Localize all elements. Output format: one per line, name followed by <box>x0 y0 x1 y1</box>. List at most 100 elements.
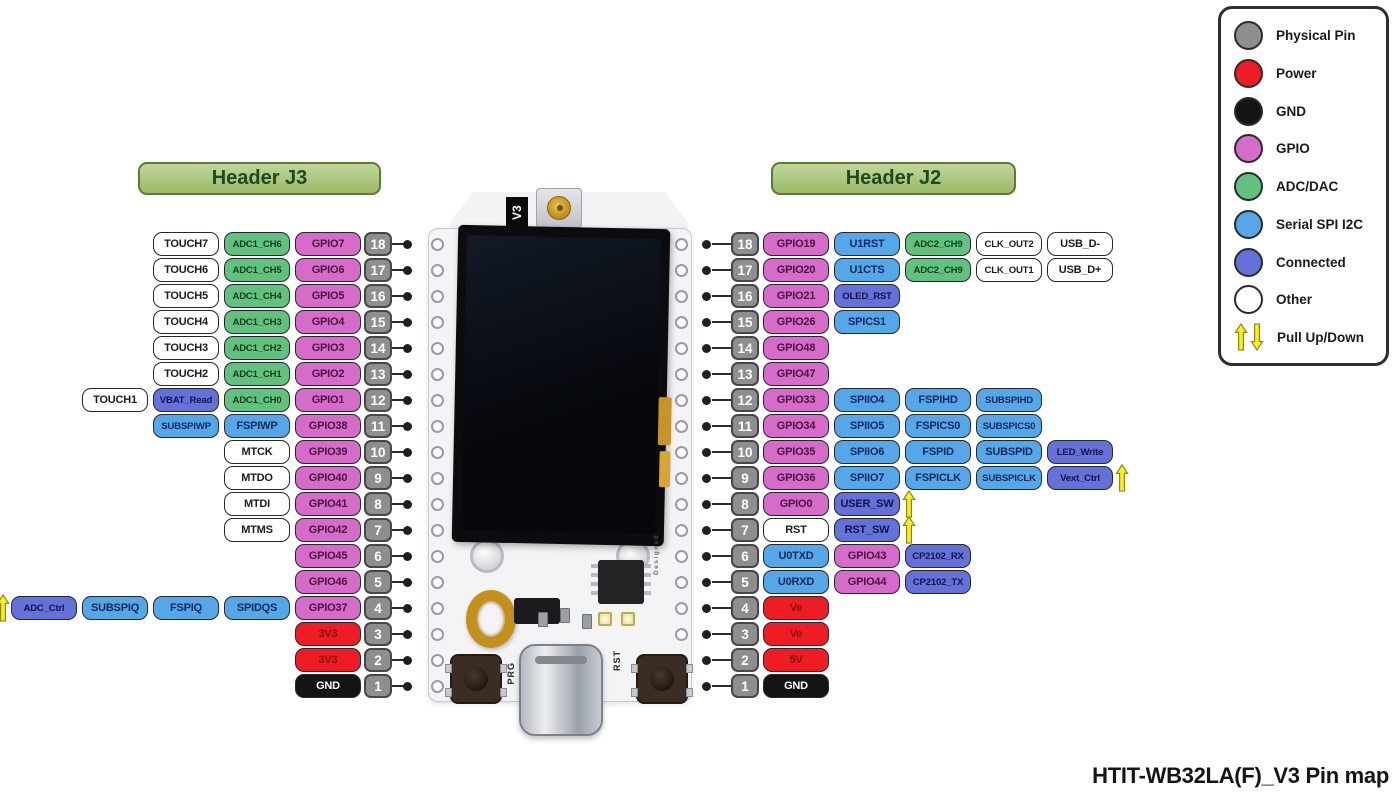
pin-lead-line <box>392 346 405 349</box>
solder-dot <box>702 655 711 665</box>
solder-dot <box>702 317 711 327</box>
pin-chip-subspiwp: SUBSPIWP <box>153 414 219 438</box>
pin-lead-line <box>712 424 731 427</box>
pin-lead-line <box>392 398 405 401</box>
pin-chip-3v3: 3V3 <box>295 622 361 646</box>
pin-number-badge: 3 <box>731 622 759 646</box>
oled-display <box>451 224 672 547</box>
legend-label: Physical Pin <box>1276 28 1356 43</box>
pull-arrow <box>902 490 916 518</box>
pcb-hole <box>431 263 444 277</box>
pin-chip-5v: 5V <box>763 648 829 672</box>
capacitor <box>560 608 570 623</box>
pin-chip-gpio42: GPIO42 <box>295 518 361 542</box>
solder-dot <box>702 577 711 587</box>
legend-label: Pull Up/Down <box>1277 329 1364 345</box>
header-j3-title: Header J3 <box>138 162 381 195</box>
rst-button-cap <box>650 667 674 691</box>
ufl-center-pin <box>557 205 563 211</box>
pcb-hole <box>675 367 688 381</box>
pin-chip-u0rxd: U0RXD <box>763 570 829 594</box>
pin-number-badge: 15 <box>364 310 392 334</box>
pin-chip-spiio5: SPIIO5 <box>834 414 900 438</box>
pin-number-badge: 6 <box>731 544 759 568</box>
pcb-hole <box>431 549 444 563</box>
pcb-hole <box>431 575 444 589</box>
legend-item-power: Power <box>1234 58 1380 88</box>
pin-number-badge: 1 <box>731 674 759 698</box>
pin-number-badge: 17 <box>364 258 392 282</box>
legend-item-serial: Serial SPI I2C <box>1234 209 1380 239</box>
pcb-hole <box>675 263 688 277</box>
pin-chip-cp2102_rx: CP2102_RX <box>905 544 971 568</box>
pcb-hole <box>675 393 688 407</box>
pcb-hole <box>431 627 444 641</box>
pin-chip-gpio43: GPIO43 <box>834 544 900 568</box>
pin-number-badge: 12 <box>731 388 759 412</box>
pin-lead-line <box>392 684 405 687</box>
pull-arrow <box>0 594 10 622</box>
pcb-hole <box>675 575 688 589</box>
pcb-hole <box>431 445 444 459</box>
pin-chip-u1rst: U1RST <box>834 232 900 256</box>
pin-chip-ve: Ve <box>763 622 829 646</box>
legend-item-other: Other <box>1234 285 1380 315</box>
ufl-antenna-connector <box>536 188 582 228</box>
pin-chip-fspics0: FSPICS0 <box>905 414 971 438</box>
pin-chip-adc1_ch3: ADC1_CH3 <box>224 310 290 334</box>
pin-chip-gpio44: GPIO44 <box>834 570 900 594</box>
pin-chip-gpio35: GPIO35 <box>763 440 829 464</box>
pin-lead-line <box>392 424 405 427</box>
pin-number-badge: 9 <box>731 466 759 490</box>
solder-dot <box>403 681 412 691</box>
header-j2-title: Header J2 <box>771 162 1016 195</box>
pcb-hole <box>675 497 688 511</box>
pcb-hole <box>675 289 688 303</box>
ufl-gold-ring <box>547 196 571 220</box>
pcb-hole <box>675 601 688 615</box>
pin-lead-line <box>392 372 405 375</box>
rst-button <box>631 654 693 704</box>
pin-chip-adc2_ch9: ADC2_CH9 <box>905 232 971 256</box>
pin-number-badge: 7 <box>364 518 392 542</box>
pin-number-badge: 11 <box>364 414 392 438</box>
pin-lead-line <box>712 398 731 401</box>
legend-label: Connected <box>1276 254 1346 270</box>
pin-number-badge: 2 <box>731 648 759 672</box>
pin-chip-subspiclk: SUBSPICLK <box>976 466 1042 490</box>
pin-chip-adc1_ch5: ADC1_CH5 <box>224 258 290 282</box>
pcb-hole <box>675 341 688 355</box>
pull-up-arrow-icon <box>902 490 916 518</box>
pin-number-badge: 13 <box>731 362 759 386</box>
legend-label: GND <box>1276 103 1306 119</box>
pin-number-badge: 17 <box>731 258 759 282</box>
pin-chip-gpio45: GPIO45 <box>295 544 361 568</box>
solder-dot <box>702 343 711 353</box>
pin-chip-adc1_ch1: ADC1_CH1 <box>224 362 290 386</box>
legend-label: GPIO <box>1276 141 1310 157</box>
pin-chip-gpio1: GPIO1 <box>295 388 361 412</box>
pull-up-arrow-icon <box>902 516 916 544</box>
pin-chip-rst: RST <box>763 518 829 542</box>
pin-lead-line <box>712 606 731 609</box>
solder-dot <box>702 499 711 509</box>
oled-glass <box>460 235 662 534</box>
solder-dot <box>702 525 711 535</box>
physical-swatch-icon <box>1234 21 1263 50</box>
pin-lead-line <box>392 294 405 297</box>
pin-number-badge: 5 <box>364 570 392 594</box>
pin-chip-gpio36: GPIO36 <box>763 466 829 490</box>
pin-number-badge: 10 <box>364 440 392 464</box>
pin-lead-line <box>392 632 405 635</box>
pull-arrow <box>1115 464 1129 492</box>
pin-chip-subspihd: SUBSPIHD <box>976 388 1042 412</box>
pin-chip-gpio41: GPIO41 <box>295 492 361 516</box>
other-swatch-icon <box>1234 285 1263 315</box>
pin-chip-subspiq: SUBSPIQ <box>82 596 148 620</box>
pin-chip-spics1: SPICS1 <box>834 310 900 334</box>
pin-chip-gpio34: GPIO34 <box>763 414 829 438</box>
legend-label: Power <box>1276 65 1317 81</box>
pin-chip-gpio19: GPIO19 <box>763 232 829 256</box>
solder-dot <box>702 291 711 301</box>
